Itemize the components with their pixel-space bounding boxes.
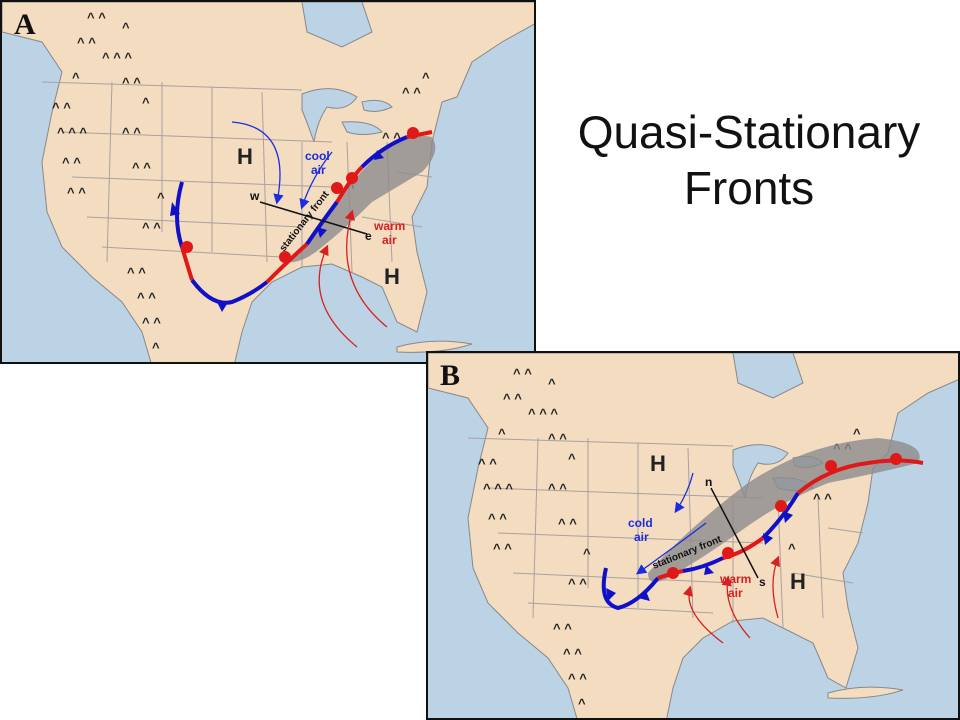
svg-text:^ ^: ^ ^ [553, 621, 572, 636]
land-north-america [2, 2, 534, 362]
svg-text:^: ^ [422, 70, 430, 85]
hudson-bay [301, 2, 373, 48]
svg-text:^: ^ [157, 190, 165, 205]
svg-text:^ ^: ^ ^ [548, 481, 567, 496]
svg-text:^ ^ ^: ^ ^ ^ [483, 481, 513, 496]
high-pressure-label-1: H [650, 451, 666, 476]
svg-text:^ ^: ^ ^ [402, 85, 421, 100]
slide-title-line-2: Fronts [683, 162, 815, 214]
svg-text:^ ^: ^ ^ [513, 366, 532, 381]
svg-text:^ ^ ^: ^ ^ ^ [57, 125, 87, 140]
warm-air-label-line-1: warm [373, 219, 405, 233]
cold-front-triangles [170, 150, 384, 312]
cuba [827, 686, 904, 699]
map-a-drawing: ^ ^^^ ^^ ^ ^ ^^ ^^ ^^ ^ ^ ^^ ^^ ^^ ^ ^ ^… [2, 2, 534, 362]
front-cold-segment-4 [360, 135, 408, 169]
svg-text:^ ^: ^ ^ [558, 516, 577, 531]
svg-text:^ ^: ^ ^ [132, 160, 151, 175]
warm-air-arrow-1 [682, 585, 724, 644]
svg-text:^: ^ [122, 20, 130, 35]
map-b-drawing: ^ ^^^ ^^ ^ ^ ^^ ^^ ^^ ^ ^ ^^ ^^ ^^ ^ ^ ^… [428, 353, 958, 718]
warm-air-arrow-2 [721, 575, 751, 639]
warm-front-semicircles [181, 127, 419, 263]
cross-section-s: s [759, 575, 766, 589]
cool-air-label-line-1: cool [305, 149, 330, 163]
svg-text:^ ^: ^ ^ [122, 75, 141, 90]
panel-letter-b: B [440, 359, 461, 392]
svg-text:^: ^ [142, 95, 150, 110]
warm-front-semicircles [667, 453, 902, 579]
cool-air-arrow-1 [231, 121, 284, 205]
svg-text:^ ^: ^ ^ [548, 431, 567, 446]
cross-section-w: w [249, 189, 260, 203]
svg-text:^: ^ [568, 451, 576, 466]
front-cold-segment-3 [761, 491, 800, 540]
front-cold-segment-3 [305, 200, 339, 246]
warm-air-arrow-3 [770, 555, 780, 619]
high-pressure-label-1: H [237, 144, 253, 169]
cold-front-triangles [606, 511, 793, 601]
svg-text:^ ^ ^: ^ ^ ^ [528, 406, 558, 421]
hudson-bay [732, 353, 804, 399]
svg-text:^: ^ [72, 70, 80, 85]
warm-air-arrow-2 [344, 209, 388, 328]
svg-text:^ ^ ^: ^ ^ ^ [102, 50, 132, 65]
svg-text:^: ^ [548, 376, 556, 391]
mountain-symbols: ^ ^^^ ^^ ^ ^ ^^ ^^ ^^ ^ ^ ^^ ^^ ^^ ^ ^ ^… [52, 10, 430, 355]
svg-text:^ ^: ^ ^ [87, 10, 106, 25]
map-panel-b: ^ ^^^ ^^ ^ ^ ^^ ^^ ^^ ^ ^ ^^ ^^ ^^ ^ ^ ^… [426, 351, 960, 720]
high-pressure-label-2: H [384, 264, 400, 289]
cool-air-label-line-2: air [311, 163, 326, 177]
cuba [396, 340, 473, 353]
warm-air-arrow-1 [318, 244, 358, 348]
front-cold-segment-1 [175, 181, 184, 248]
cold-air-arrow-1 [674, 472, 694, 514]
svg-text:^ ^: ^ ^ [122, 125, 141, 140]
svg-text:^ ^: ^ ^ [488, 511, 507, 526]
panel-letter-a: A [14, 8, 36, 41]
warm-air-label-line-1: warm [719, 572, 751, 586]
svg-text:^ ^: ^ ^ [142, 220, 161, 235]
front-cold-segment-1 [601, 567, 660, 611]
svg-text:^ ^: ^ ^ [493, 541, 512, 556]
cross-section-line [259, 201, 368, 235]
svg-text:^: ^ [788, 541, 796, 556]
cool-air-arrow-2 [299, 151, 333, 210]
slide-title: Quasi-Stationary Fronts [538, 104, 960, 216]
svg-text:^ ^: ^ ^ [478, 456, 497, 471]
svg-text:^ ^: ^ ^ [67, 185, 86, 200]
map-panel-a: ^ ^^^ ^^ ^ ^ ^^ ^^ ^^ ^ ^ ^^ ^^ ^^ ^ ^ ^… [0, 0, 536, 364]
cold-air-label-line-2: air [634, 530, 649, 544]
warm-air-label-line-2: air [728, 586, 743, 600]
cloud-band [648, 438, 920, 582]
great-lakes [301, 88, 393, 143]
svg-text:^: ^ [853, 426, 861, 441]
svg-text:^ ^: ^ ^ [563, 646, 582, 661]
front-warm-segment-3 [796, 458, 924, 495]
cross-section-e: e [365, 229, 372, 243]
cold-air-label-line-1: cold [628, 516, 653, 530]
svg-text:^ ^: ^ ^ [52, 100, 71, 115]
svg-text:^ ^: ^ ^ [813, 491, 832, 506]
front-cold-segment-2 [682, 556, 724, 573]
svg-text:^ ^: ^ ^ [568, 671, 587, 686]
svg-text:^: ^ [578, 696, 586, 711]
svg-text:^ ^: ^ ^ [62, 155, 81, 170]
front-cold-segment-2 [190, 278, 269, 305]
cross-section-n: n [705, 475, 712, 489]
svg-text:^: ^ [152, 340, 160, 355]
cold-air-arrow-2 [635, 522, 707, 575]
svg-text:^ ^: ^ ^ [142, 315, 161, 330]
high-pressure-label-2: H [790, 569, 806, 594]
cross-section-line [710, 487, 759, 579]
svg-text:^: ^ [583, 546, 591, 561]
svg-text:^: ^ [498, 426, 506, 441]
svg-text:^ ^: ^ ^ [137, 290, 156, 305]
svg-text:^ ^: ^ ^ [503, 391, 522, 406]
slide-title-line-1: Quasi-Stationary [577, 106, 921, 158]
svg-text:^ ^: ^ ^ [127, 265, 146, 280]
svg-text:^ ^: ^ ^ [568, 576, 587, 591]
svg-text:^ ^: ^ ^ [77, 35, 96, 50]
warm-air-label-line-2: air [382, 233, 397, 247]
